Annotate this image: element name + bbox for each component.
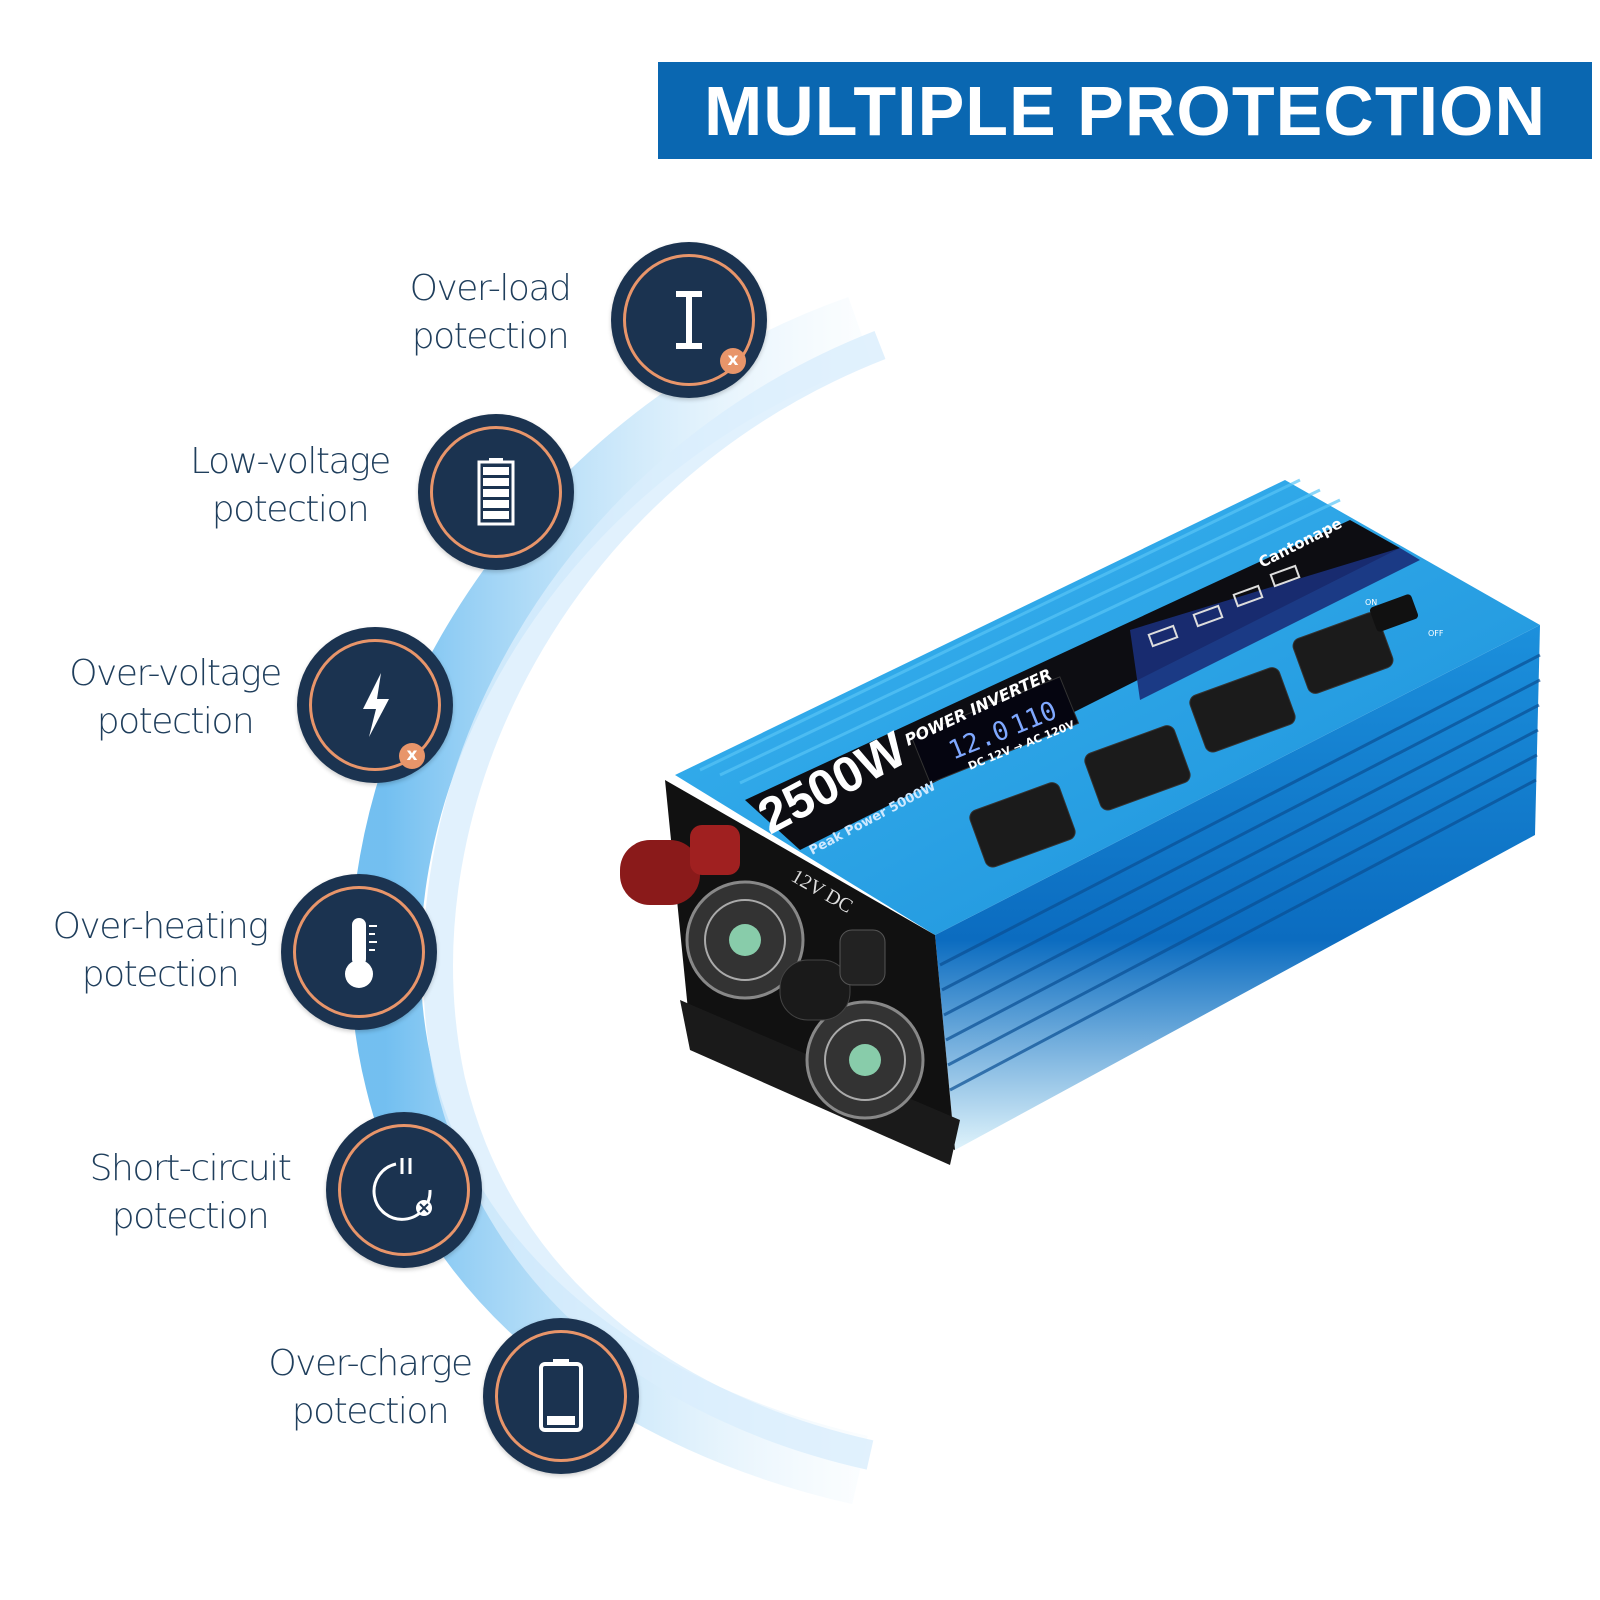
ac-outlet bbox=[1189, 667, 1296, 753]
ac-outlet bbox=[1292, 612, 1394, 694]
switch-off-label: OFF bbox=[1428, 629, 1444, 638]
title: MULTIPLE PROTECTION bbox=[703, 71, 1547, 150]
ac-outlet bbox=[1084, 725, 1191, 811]
feature-title: Over-voltage bbox=[69, 653, 282, 694]
feature-title: Over-charge bbox=[268, 1343, 473, 1384]
feature-label-short-circuit: Short-circuit potection bbox=[75, 1145, 305, 1241]
ac-outlet bbox=[969, 782, 1076, 868]
feature-label-over-voltage: Over-voltage potection bbox=[55, 650, 295, 746]
power-switch[interactable] bbox=[1369, 593, 1419, 632]
battery-full-icon bbox=[477, 458, 515, 526]
battery-low-icon bbox=[539, 1359, 583, 1432]
over-load-badge: x bbox=[611, 242, 767, 398]
usb-port bbox=[1192, 604, 1224, 628]
low-voltage-badge bbox=[418, 414, 574, 570]
feature-title: Short-circuit bbox=[89, 1148, 292, 1189]
feature-subtitle: potection bbox=[96, 701, 255, 742]
short-circuit-badge bbox=[326, 1112, 482, 1268]
feature-subtitle: potection bbox=[81, 954, 240, 995]
thermometer-icon bbox=[345, 918, 377, 988]
cooling-fan bbox=[685, 880, 805, 1000]
cooling-fan bbox=[805, 1000, 925, 1120]
usb-port bbox=[1232, 584, 1264, 608]
feature-title: Low-voltage bbox=[190, 441, 391, 482]
over-voltage-badge: x bbox=[297, 627, 453, 783]
over-charge-badge bbox=[483, 1318, 639, 1474]
feature-label-over-load: Over-load potection bbox=[390, 265, 590, 361]
x-icon: x bbox=[720, 348, 746, 374]
feature-subtitle: potection bbox=[211, 489, 370, 530]
lightning-icon bbox=[363, 673, 389, 737]
feature-title: Over-load bbox=[409, 268, 572, 309]
lcd-display bbox=[910, 676, 1080, 784]
feature-label-over-heating: Over-heating potection bbox=[45, 903, 275, 999]
negative-terminal bbox=[779, 929, 886, 1021]
over-heating-badge bbox=[281, 874, 437, 1030]
usb-port bbox=[1147, 624, 1179, 648]
feature-subtitle: potection bbox=[111, 1196, 270, 1237]
x-icon: x bbox=[399, 743, 425, 769]
usb-port bbox=[1269, 564, 1301, 588]
feature-subtitle: potection bbox=[291, 1391, 450, 1432]
title-banner: MULTIPLE PROTECTION bbox=[658, 62, 1592, 159]
current-i-icon bbox=[676, 291, 702, 349]
feature-label-over-charge: Over-charge potection bbox=[260, 1340, 480, 1436]
feature-label-low-voltage: Low-voltage potection bbox=[180, 438, 400, 534]
short-circuit-icon bbox=[372, 1158, 432, 1221]
feature-title: Over-heating bbox=[52, 906, 269, 947]
positive-terminal bbox=[620, 825, 740, 905]
feature-subtitle: potection bbox=[411, 316, 570, 357]
switch-on-label: ON bbox=[1365, 598, 1377, 607]
